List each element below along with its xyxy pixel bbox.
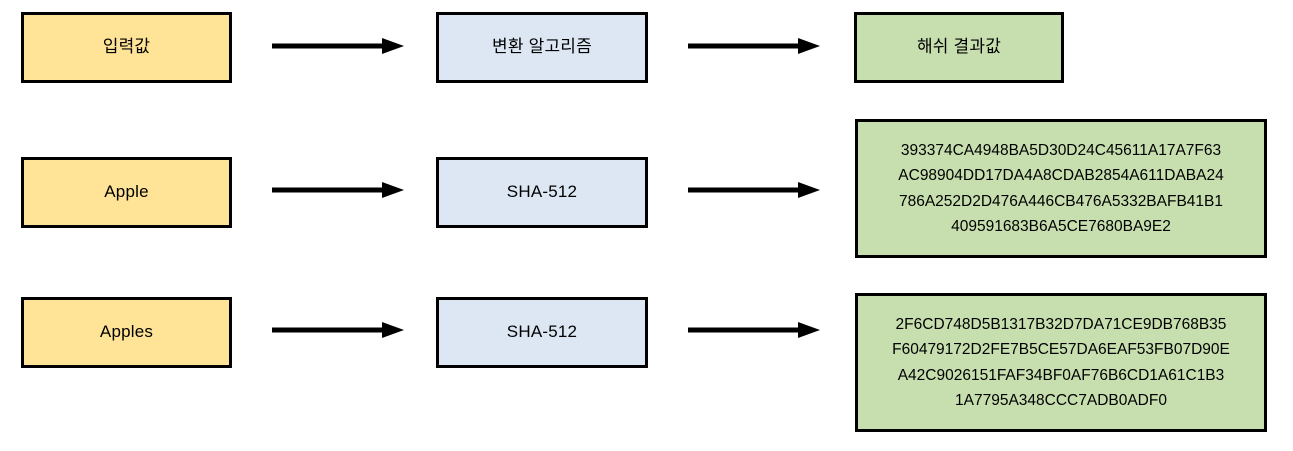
header-algorithm-box: 변환 알고리즘 [436, 12, 648, 83]
arrow-apple-algorithm-to-result [688, 180, 820, 200]
row-apple-input-box: Apple [21, 157, 232, 228]
row-apples-hash-box: 2F6CD748D5B1317B32D7DA71CE9DB768B35 F604… [855, 293, 1267, 432]
arrow-header-input-to-algorithm [272, 36, 404, 56]
row-apples-algorithm-box: SHA-512 [436, 297, 648, 368]
arrow-apple-input-to-algorithm [272, 180, 404, 200]
header-result-box: 해쉬 결과값 [854, 12, 1064, 83]
row-apple-input-label: Apple [104, 182, 149, 202]
arrow-apples-algorithm-to-result [688, 320, 820, 340]
row-apples-input-box: Apples [21, 297, 232, 368]
header-algorithm-label: 변환 알고리즘 [492, 37, 592, 57]
header-input-box: 입력값 [21, 12, 232, 83]
header-result-label: 해쉬 결과값 [916, 37, 1002, 57]
header-input-label: 입력값 [102, 37, 151, 57]
row-apples-hash-value: 2F6CD748D5B1317B32D7DA71CE9DB768B35 F604… [892, 316, 1230, 409]
arrow-header-algorithm-to-result [688, 36, 820, 56]
row-apples-algorithm-label: SHA-512 [506, 322, 578, 342]
row-apples-input-label: Apples [99, 322, 154, 342]
arrow-apples-input-to-algorithm [272, 320, 404, 340]
row-apple-algorithm-box: SHA-512 [436, 157, 648, 228]
row-apple-algorithm-label: SHA-512 [506, 182, 578, 202]
row-apple-hash-box: 393374CA4948BA5D30D24C45611A17A7F63 AC98… [855, 119, 1267, 258]
row-apple-hash-value: 393374CA4948BA5D30D24C45611A17A7F63 AC98… [898, 142, 1224, 235]
